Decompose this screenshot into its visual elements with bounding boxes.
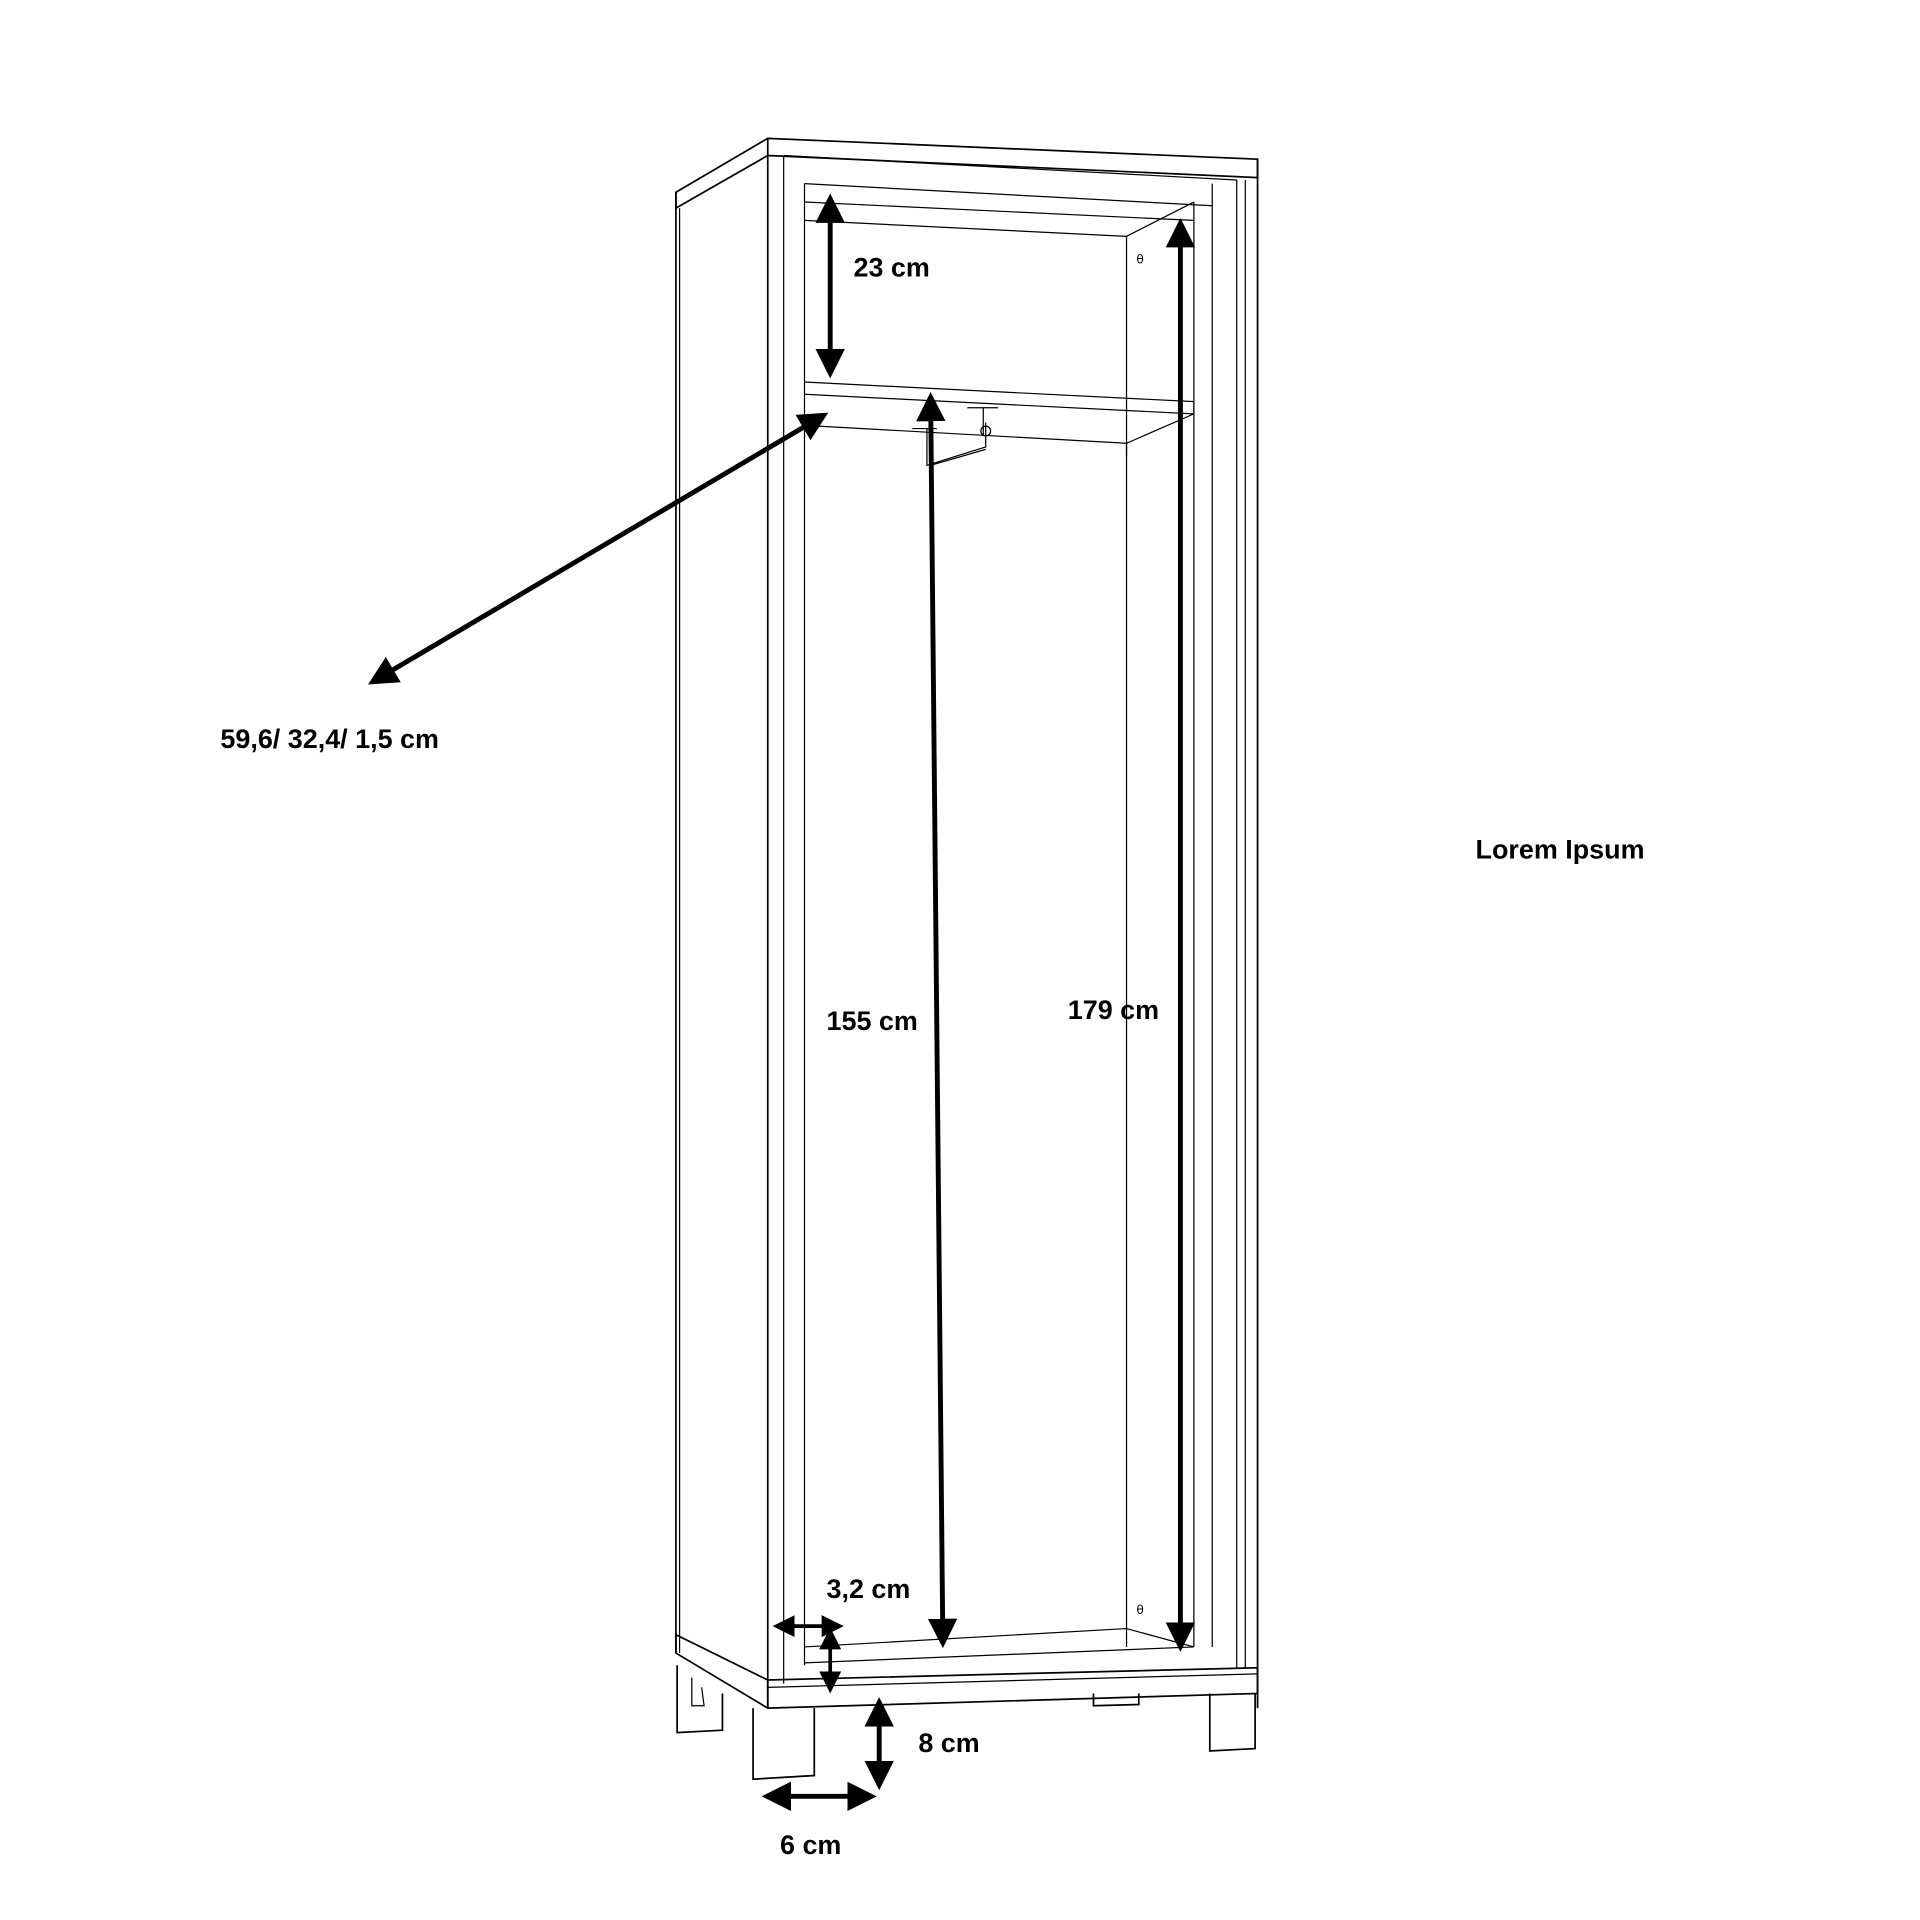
label-frame-thickness: 3,2 cm bbox=[827, 1574, 911, 1604]
label-leg-width: 6 cm bbox=[780, 1830, 841, 1860]
hanging-rail bbox=[912, 407, 998, 467]
svg-text:θ: θ bbox=[1136, 252, 1144, 266]
leg-front-right bbox=[1208, 1693, 1256, 1752]
label-leg-height: 8 cm bbox=[918, 1728, 979, 1758]
label-hanging-height: 155 cm bbox=[827, 1006, 918, 1036]
label-top-compartment: 23 cm bbox=[853, 253, 929, 283]
dimension-arrows bbox=[368, 193, 1196, 1812]
leg-back-right bbox=[1092, 1693, 1140, 1707]
label-shelf: 59,6/ 32,4/ 1,5 cm bbox=[220, 724, 439, 754]
arrow-155cm bbox=[916, 391, 958, 1649]
wardrobe-body: θ θ bbox=[675, 137, 1259, 1781]
svg-text:θ: θ bbox=[1136, 1603, 1144, 1617]
dimension-labels: 23 cm 179 cm 155 cm 59,6/ 32,4/ 1,5 cm 3… bbox=[220, 253, 1644, 1860]
leg-front-left bbox=[752, 1708, 816, 1781]
label-total-inner-height: 179 cm bbox=[1068, 995, 1159, 1025]
leg-back-left bbox=[676, 1665, 724, 1734]
caption: Lorem Ipsum bbox=[1476, 834, 1645, 864]
arrow-shelf bbox=[368, 412, 829, 685]
